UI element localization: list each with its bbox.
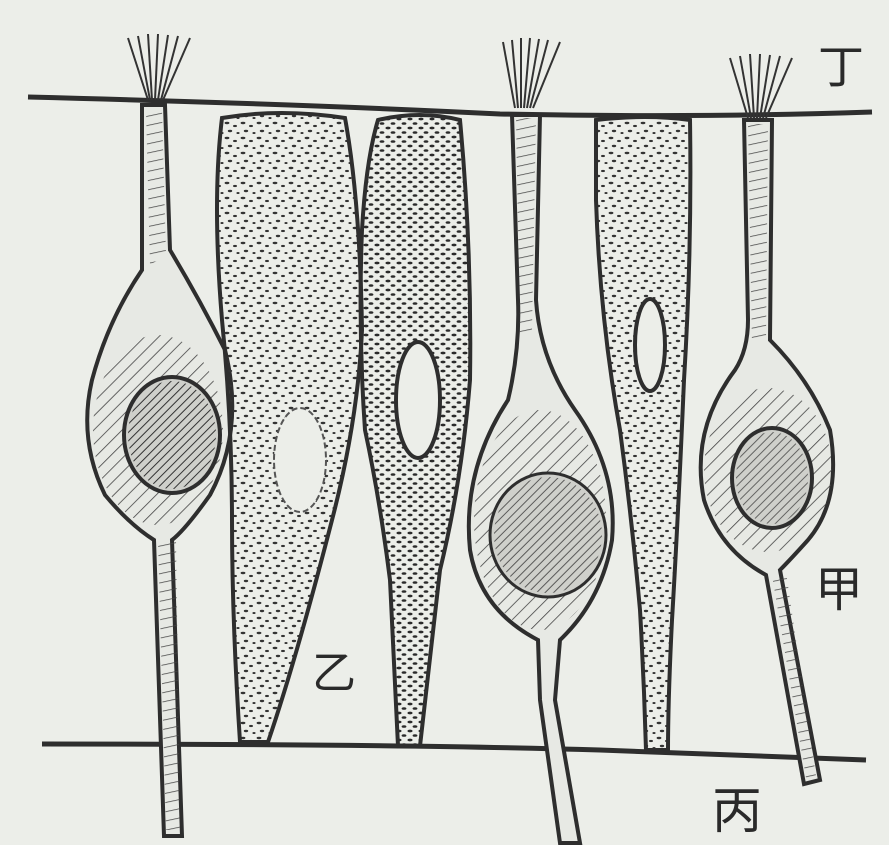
cilia-tuft-middle (503, 38, 560, 108)
cilia-tuft-left (128, 34, 190, 100)
nucleus-cell-3 (396, 342, 440, 458)
sensory-cell-middle (469, 38, 613, 843)
sensory-cell-right (701, 54, 833, 784)
supporting-cell-3 (361, 115, 471, 746)
nucleus-cell-5 (635, 299, 665, 391)
cilia-tuft-right (730, 54, 792, 118)
sensory-cell-left (87, 34, 232, 836)
supporting-cell-5 (596, 117, 690, 750)
label-yi: 乙 (312, 652, 356, 696)
label-jia: 甲 (815, 566, 863, 614)
label-bing: 丙 (712, 786, 762, 836)
label-ding: 丁 (818, 44, 864, 90)
